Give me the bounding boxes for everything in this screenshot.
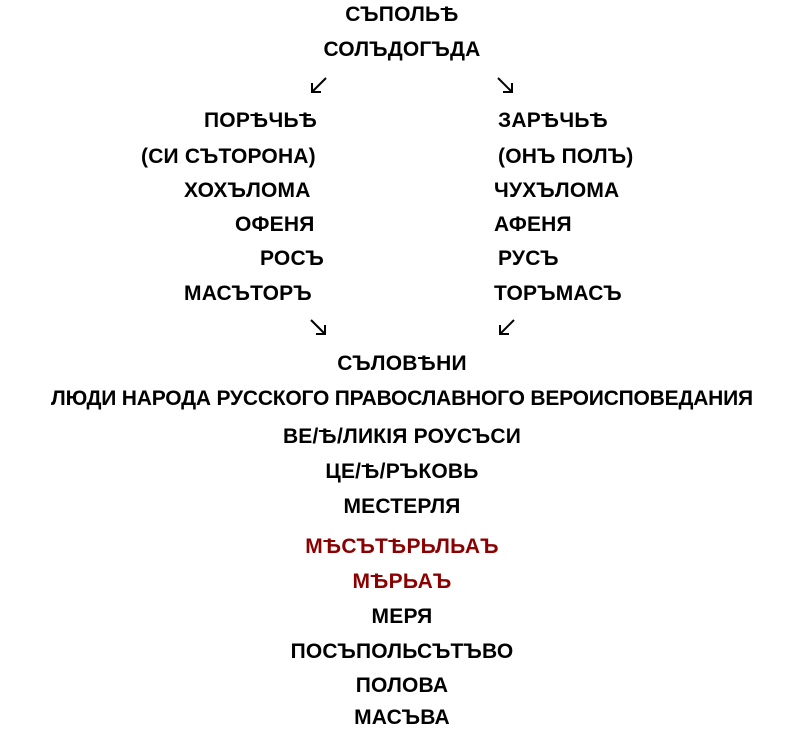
right-item-1: ЗАРѢЧЬѢ: [498, 109, 609, 132]
bottom-line-3: ВЕ/Ѣ/ЛИКІЯ РОУСЪСИ: [282, 425, 522, 448]
bottom-line-2: ЛЮДИ НАРОДА РУССКОГО ПРАВОСЛАВНОГО ВЕРОИ…: [51, 387, 753, 410]
arrow-down-left-icon: [497, 317, 517, 337]
right-item-2: (ОНЪ ПОЛЪ): [498, 145, 634, 168]
left-item-6: МАСЪТОРЪ: [184, 282, 312, 305]
bottom-line-1: СЪЛОВѢНИ: [337, 352, 467, 375]
right-item-6: ТОРЪМАСЪ: [494, 282, 622, 305]
bottom-line-5: МЕСТЕРЛЯ: [343, 495, 461, 518]
arrow-down-right-icon: [495, 75, 515, 95]
bottom-line-4: ЦЕ/Ѣ/РЪКОВЬ: [325, 460, 479, 483]
arrow-down-left-icon: [309, 75, 329, 95]
left-item-5: РОСЪ: [260, 247, 325, 270]
tail-line-4: МАСЪВА: [354, 706, 450, 729]
left-item-2: (СИ СЪТОРОНА): [141, 145, 316, 168]
right-item-5: РУСЪ: [498, 247, 559, 270]
left-item-3: ХОХЪЛОМА: [184, 179, 311, 202]
left-item-1: ПОРѢЧЬѢ: [204, 109, 318, 132]
red-line-1: МѢСЪТѢРЬЛЬАЪ: [305, 535, 499, 558]
right-item-3: ЧУХЪЛОМА: [494, 179, 620, 202]
tail-line-3: ПОЛОВА: [355, 674, 449, 697]
tail-line-2: ПОСЪПОЛЬСЪТЪВО: [290, 640, 514, 663]
red-line-2: МѢРЬАЪ: [352, 570, 452, 593]
tail-line-1: МЕРЯ: [371, 605, 433, 628]
top-word-1: СЪПОЛЬѢ: [345, 3, 459, 26]
right-item-4: АФЕНЯ: [494, 213, 572, 236]
arrow-down-right-icon: [308, 317, 328, 337]
top-word-2: СОЛЪДОГЪДА: [323, 38, 481, 61]
left-item-4: ОФЕНЯ: [235, 213, 315, 236]
